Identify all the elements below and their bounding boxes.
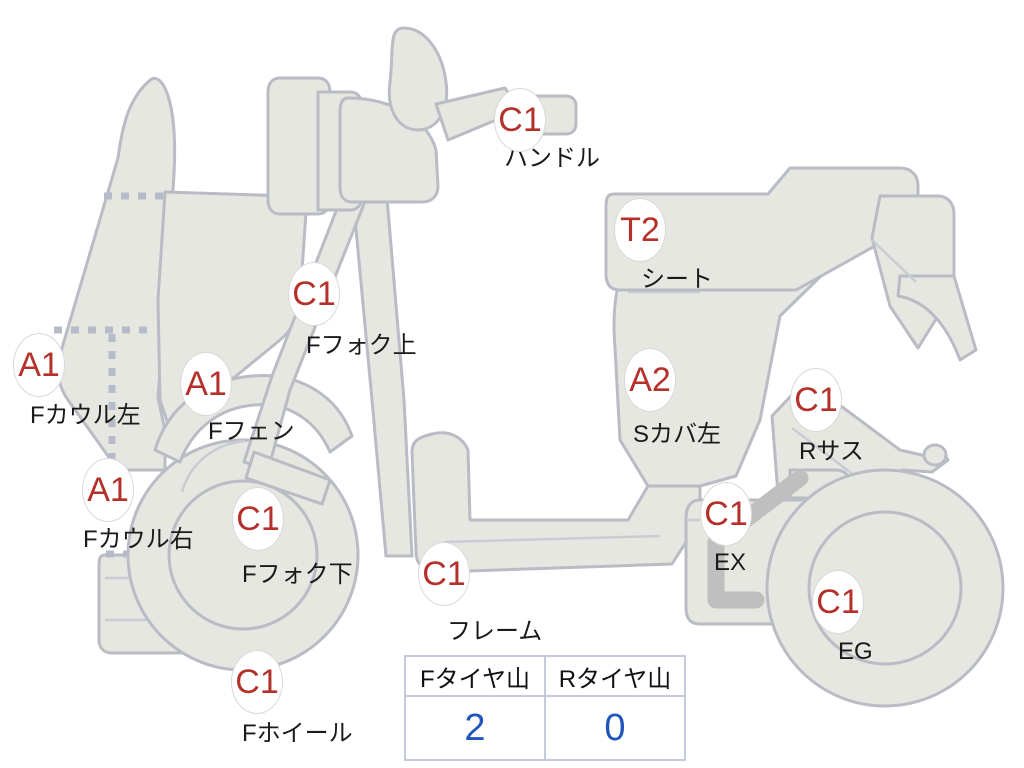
tire-table-header-row: Fタイヤ山 Rタイヤ山 [404,655,686,697]
grade-marker-f-fender[interactable]: A1 [180,352,232,416]
exhaust-group [707,469,809,609]
grade-marker-engine[interactable]: C1 [812,570,864,634]
grade-marker-handle[interactable]: C1 [494,88,546,152]
part-label-frame: フレーム [447,618,543,645]
part-label-exhaust: EX [714,549,747,576]
part-label-s-cover-l: Sカバ左 [633,421,722,448]
part-label-r-susp: Rサス [799,438,864,465]
rear-fender-group [870,194,978,362]
part-label-f-cowl-l: Fカウル左 [30,402,141,429]
tire-tread-table: Fタイヤ山 Rタイヤ山 2 0 [404,655,686,761]
grade-marker-frame[interactable]: C1 [418,542,470,606]
part-label-f-wheel: Fホイール [242,720,353,747]
part-label-f-cowl-r: Fカウル右 [83,526,194,553]
grade-marker-r-susp[interactable]: C1 [790,368,842,432]
grade-marker-f-fork-dn[interactable]: C1 [232,487,284,551]
headlight-group [266,26,578,216]
part-label-f-fork-up: Fフォク上 [306,332,417,359]
grade-marker-s-cover-l[interactable]: A2 [624,348,676,412]
tire-table-header-rear: Rタイヤ山 [544,655,686,697]
rear-wheel-group [765,468,1005,708]
tire-table-header-front: Fタイヤ山 [404,655,546,697]
grade-marker-f-fork-up[interactable]: C1 [288,262,340,326]
grade-marker-f-wheel[interactable]: C1 [231,650,283,714]
grade-marker-seat[interactable]: T2 [614,198,666,262]
grade-marker-f-cowl-l[interactable]: A1 [13,333,65,397]
tire-table-value-row: 2 0 [404,695,686,761]
part-label-f-fork-dn: Fフォク下 [242,561,353,588]
seat-group [604,166,920,292]
tire-table-value-rear: 0 [544,695,686,761]
part-label-f-fender: Fフェン [208,418,295,445]
grade-marker-f-cowl-r[interactable]: A1 [82,458,134,522]
tire-table-value-front: 2 [404,695,546,761]
part-label-engine: EG [838,638,873,665]
part-label-seat: シート [641,266,713,293]
grade-marker-exhaust[interactable]: C1 [700,482,752,546]
